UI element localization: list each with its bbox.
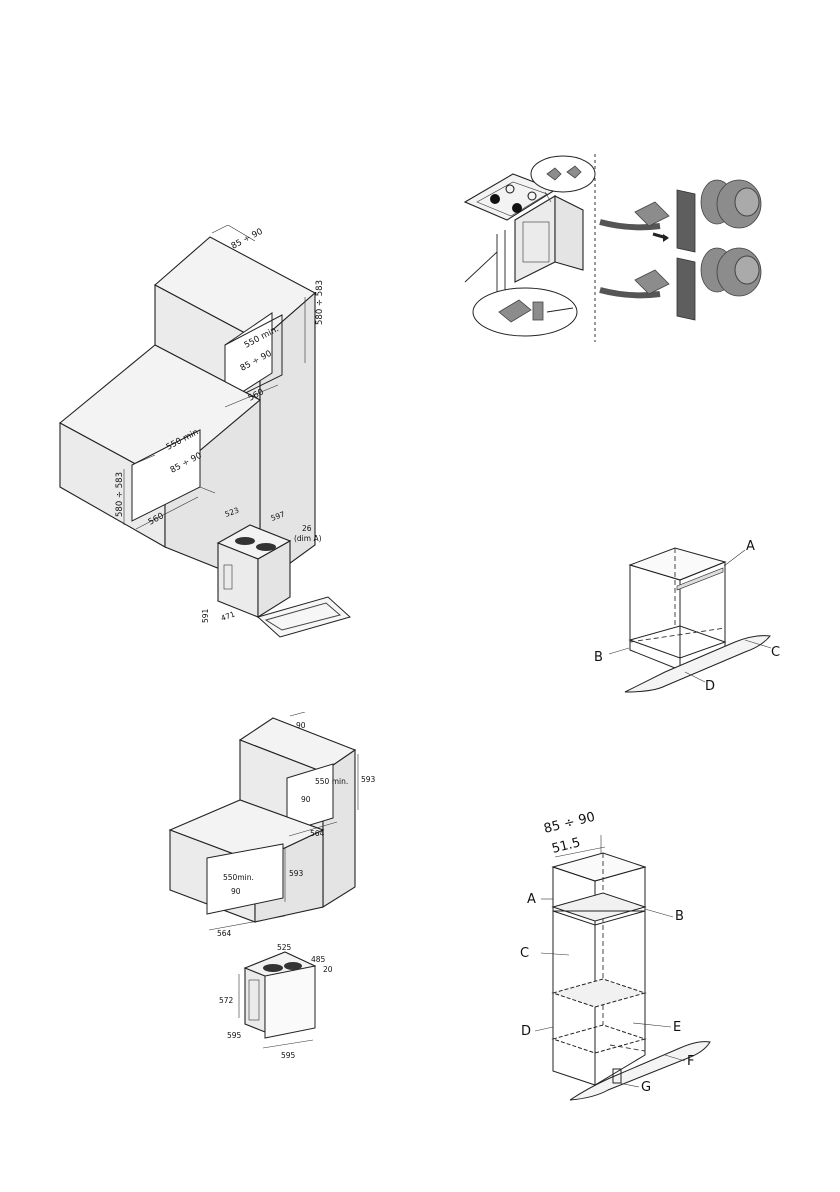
installation-diagram-top: 85 ÷ 90 550 min. 85 ÷ 90 580 ÷ 583 560 5…	[50, 225, 390, 670]
connection-illustration	[455, 152, 795, 347]
dim-b-oven-height-inner: 572	[219, 996, 234, 1005]
label-c-g: G	[641, 1080, 651, 1095]
label-c-c: C	[520, 946, 529, 961]
installation-diagram-bottom: 90 550 min. 90 593 564 550min. 90 593 56…	[165, 712, 380, 1072]
dim-oven-panel-note: (dim A)	[294, 534, 322, 543]
dim-b-oven-depth: 525	[277, 943, 292, 952]
label-c-f: F	[687, 1054, 694, 1069]
burner-icon	[490, 194, 500, 204]
dim-b-lower-height: 593	[289, 869, 304, 878]
dim-b-lower-width: 550min.	[223, 873, 254, 882]
dim-b-upper-bottom: 564	[310, 829, 325, 838]
label-c-d: D	[521, 1024, 531, 1039]
cabinet-diagram-abcd: A B C D	[585, 530, 800, 715]
label-c-a: A	[527, 892, 536, 907]
label-a: A	[746, 539, 755, 554]
knob-assembly-lower	[600, 248, 761, 320]
dim-c-inner: 51.5	[550, 835, 582, 857]
dim-lower-height: 580 ÷ 583	[115, 472, 125, 517]
dim-b-oven-width: 595	[281, 1051, 296, 1060]
base-plate-f	[570, 1042, 710, 1100]
knob-assembly-upper	[600, 180, 761, 252]
label-c-b: B	[675, 909, 684, 924]
dim-oven-height: 591	[201, 608, 210, 623]
dim-b-upper-width: 550 min.	[315, 777, 348, 786]
dim-upper-height: 580 ÷ 583	[315, 280, 325, 325]
dim-b-top: 90	[296, 721, 306, 730]
label-d: D	[705, 679, 715, 694]
dim-top-depth: 85 ÷ 90	[230, 227, 265, 252]
dim-b-upper-depth: 90	[301, 795, 311, 804]
tall-cabinet-diagram: 85 ÷ 90 51.5 A B C D E F G	[515, 795, 735, 1115]
dim-b-oven-panel: 20	[323, 965, 333, 974]
label-c-e: E	[673, 1020, 681, 1035]
dim-b-upper-height: 593	[361, 775, 376, 784]
dim-b-oven-height: 595	[227, 1031, 242, 1040]
dim-b-lower-depth: 90	[231, 887, 241, 896]
label-c: C	[771, 645, 780, 660]
oven-drawing-bottom: 525 485 20 572 595 595	[219, 943, 333, 1060]
dim-oven-panel: 26	[302, 524, 312, 533]
base-plate-c	[625, 636, 770, 692]
dim-oven-inner: 471	[220, 609, 237, 622]
label-b: B	[594, 650, 603, 665]
dim-b-oven-top-right: 485	[311, 955, 326, 964]
dim-b-lower-bottom: 564	[217, 929, 232, 938]
dim-c-top: 85 ÷ 90	[542, 810, 596, 837]
